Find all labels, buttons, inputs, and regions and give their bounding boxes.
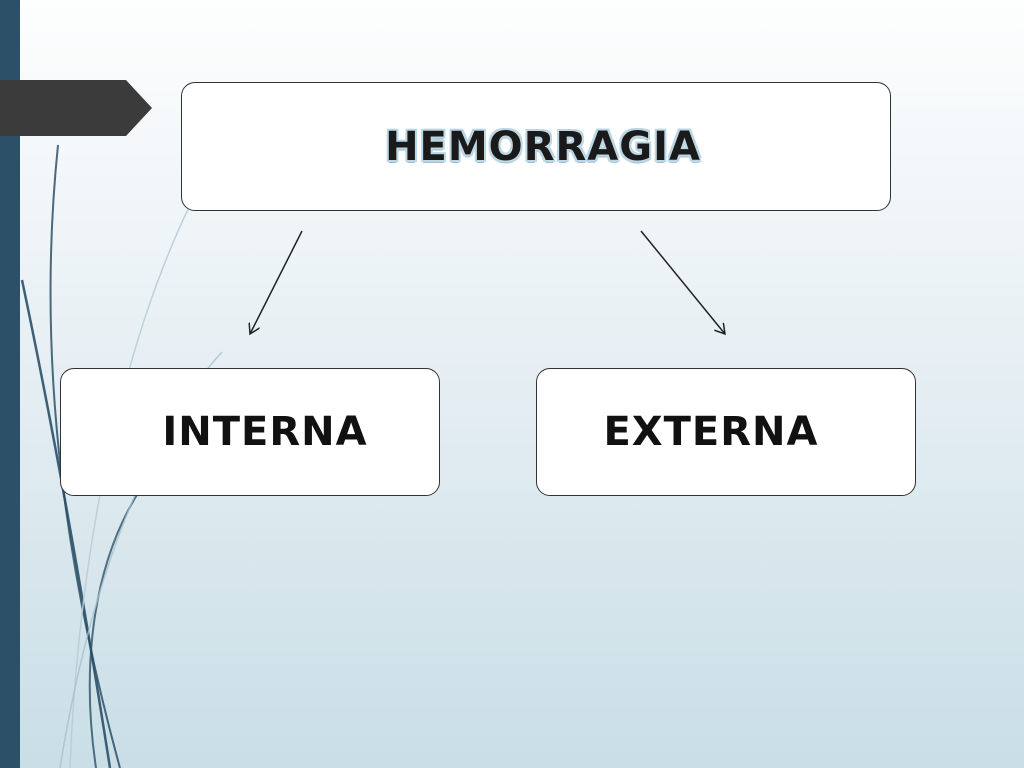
root-node-box: HEMORRAGIA — [181, 82, 891, 211]
child-node-externa-label: EXTERNA — [603, 409, 819, 455]
arrow-to-externa — [640, 230, 725, 334]
root-node-label: HEMORRAGIA — [385, 123, 701, 170]
slide-left-accent-bar — [0, 0, 20, 768]
child-node-externa-box: EXTERNA — [536, 368, 916, 496]
title-tab-marker — [0, 80, 152, 136]
child-node-interna-box: INTERNA — [60, 368, 440, 496]
child-node-interna-label: INTERNA — [162, 409, 368, 455]
